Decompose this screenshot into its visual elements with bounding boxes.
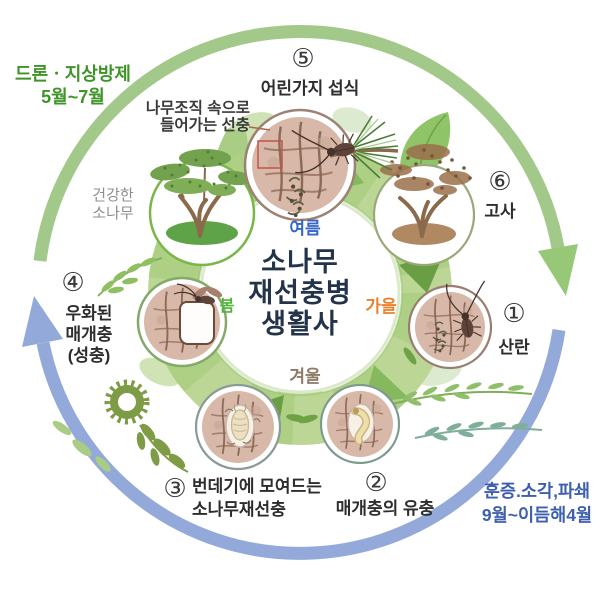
control-note-blue-line2: 9월~이듬해4월 [481,505,593,525]
stage6-number: ⑥ [488,166,512,196]
control-note-green-line1: 드론ㆍ지상방제 [15,64,131,84]
nematode-annotation-line2: 들어가는 선충 [160,117,250,134]
stage3-label-line2: 소나무재선충 [192,500,286,519]
stage1-label: 산란 [498,338,530,357]
sun-icon [104,379,150,425]
stage4-label-line3: (성충) [67,346,111,365]
stage2-number: ② [364,467,388,497]
stage4-number: ④ [61,267,85,297]
green-arrowhead-icon [538,244,578,296]
stage5-label: 어린가지 섭식 [260,79,360,98]
blue-cycle-arc [22,296,566,560]
larva-bark-illustration [319,383,401,465]
stage6-label: 고사 [484,202,516,221]
leaf-branch-bottom-left [136,423,189,473]
exit-hole-bark-illustration [136,276,228,368]
pine-needles [351,115,399,179]
fern-leaves-bottom-right [391,382,543,441]
title-line2: 재선충병 [248,278,352,308]
small-leaves [52,420,111,472]
nematode-annotation-line1: 나무조직 속으로 [145,100,250,117]
twig-feeding-illustration [243,108,399,222]
stage3-number: ③ [163,473,187,503]
stage3-label-line1: 번데기에 모여드는 [192,477,322,496]
season-label-winter: 겨울 [289,367,321,386]
control-note-blue-line1: 훈증.소각,파쇄 [483,481,591,501]
stage1-number: ① [502,298,526,328]
dead-pine-illustration [372,112,476,267]
season-label-summer: 여름 [289,219,321,238]
green-cycle-arc [33,25,578,296]
healthy-pine-illustration [148,149,256,267]
title-line1: 소나무 [261,247,339,277]
season-label-fall: 가을 [365,297,397,316]
stage4-label-line2: 매개충 [65,325,113,344]
flying-beetle-icon [173,283,223,305]
season-label-spring: 봄 [219,298,235,315]
healthy-pine-label-line2: 소나무 [92,204,134,222]
highlight-box [257,140,283,169]
leaf-sprig-left [97,257,163,297]
healthy-pine-label-line1: 건강한 [92,187,134,204]
nematode-annotation-pointer [248,126,283,169]
pupa-bark-illustration [194,383,282,471]
stage2-label: 매개충의 유충 [335,499,435,518]
blue-arrowhead-icon [22,296,63,347]
control-note-green-line2: 5월~7월 [41,87,105,107]
oviposition-bark-illustration [407,276,495,370]
control-note-green: 드론ㆍ지상방제 5월~7월 [6,63,140,109]
stage4-label-line1: 우화된 [65,304,113,323]
control-note-blue: 훈증.소각,파쇄 9월~이듬해4월 [474,479,600,527]
title-line3: 생활사 [261,309,339,339]
stage5-number: ⑤ [291,43,315,73]
